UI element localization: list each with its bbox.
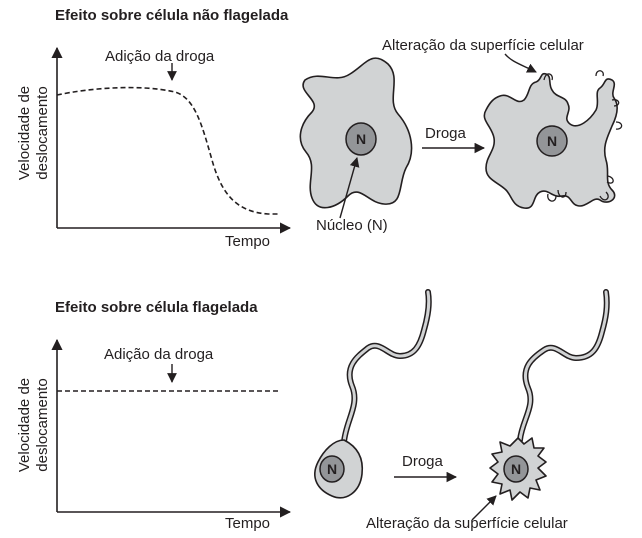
nucleus-caption: Núcleo (N) (316, 217, 388, 234)
nucleus-altered (536, 125, 568, 157)
surface-blebs (543, 70, 623, 202)
bottom-x-axis-label: Tempo (225, 515, 271, 532)
nucleus (345, 122, 377, 156)
bottom-surface-change-arrow (471, 495, 497, 521)
nucleus-altered (503, 455, 529, 483)
top-velocity-curve (56, 86, 280, 215)
nucleus-pointer-arrow (339, 157, 360, 219)
top-x-axis-label: Tempo (225, 233, 271, 250)
nucleus-letter: N (327, 461, 337, 477)
bottom-graph (51, 338, 292, 518)
nucleus-letter-altered: N (547, 133, 557, 149)
flagellum (342, 290, 431, 444)
bottom-drug-addition-label: Adição da droga (104, 346, 214, 363)
top-panel-title: Efeito sobre célula não flagelada (55, 7, 289, 24)
flagellum-outline (341, 289, 432, 445)
bottom-surface-change-label: Alteração da superfície celular (366, 515, 568, 532)
nucleus-letter: N (356, 131, 366, 147)
flagellated-cell-after: N (489, 289, 610, 501)
top-graph (51, 46, 292, 234)
non-flagellated-cell-before: N (299, 57, 413, 209)
nucleus (319, 455, 345, 483)
top-drug-arrow-label: Droga (425, 125, 466, 142)
flagellum-altered (518, 290, 609, 442)
nucleus-letter-altered: N (511, 461, 521, 477)
top-drug-addition-label: Adição da droga (105, 48, 215, 65)
flagellated-cell-before: N (314, 289, 432, 499)
top-surface-change-label: Alteração da superfície celular (382, 37, 584, 54)
top-surface-change-arrow (504, 53, 537, 73)
bottom-drug-arrow-label: Droga (402, 453, 443, 470)
bottom-panel-title: Efeito sobre célula flagelada (55, 299, 258, 316)
flagellum-outline-altered (517, 289, 610, 443)
non-flagellated-cell-after: N (483, 70, 623, 209)
